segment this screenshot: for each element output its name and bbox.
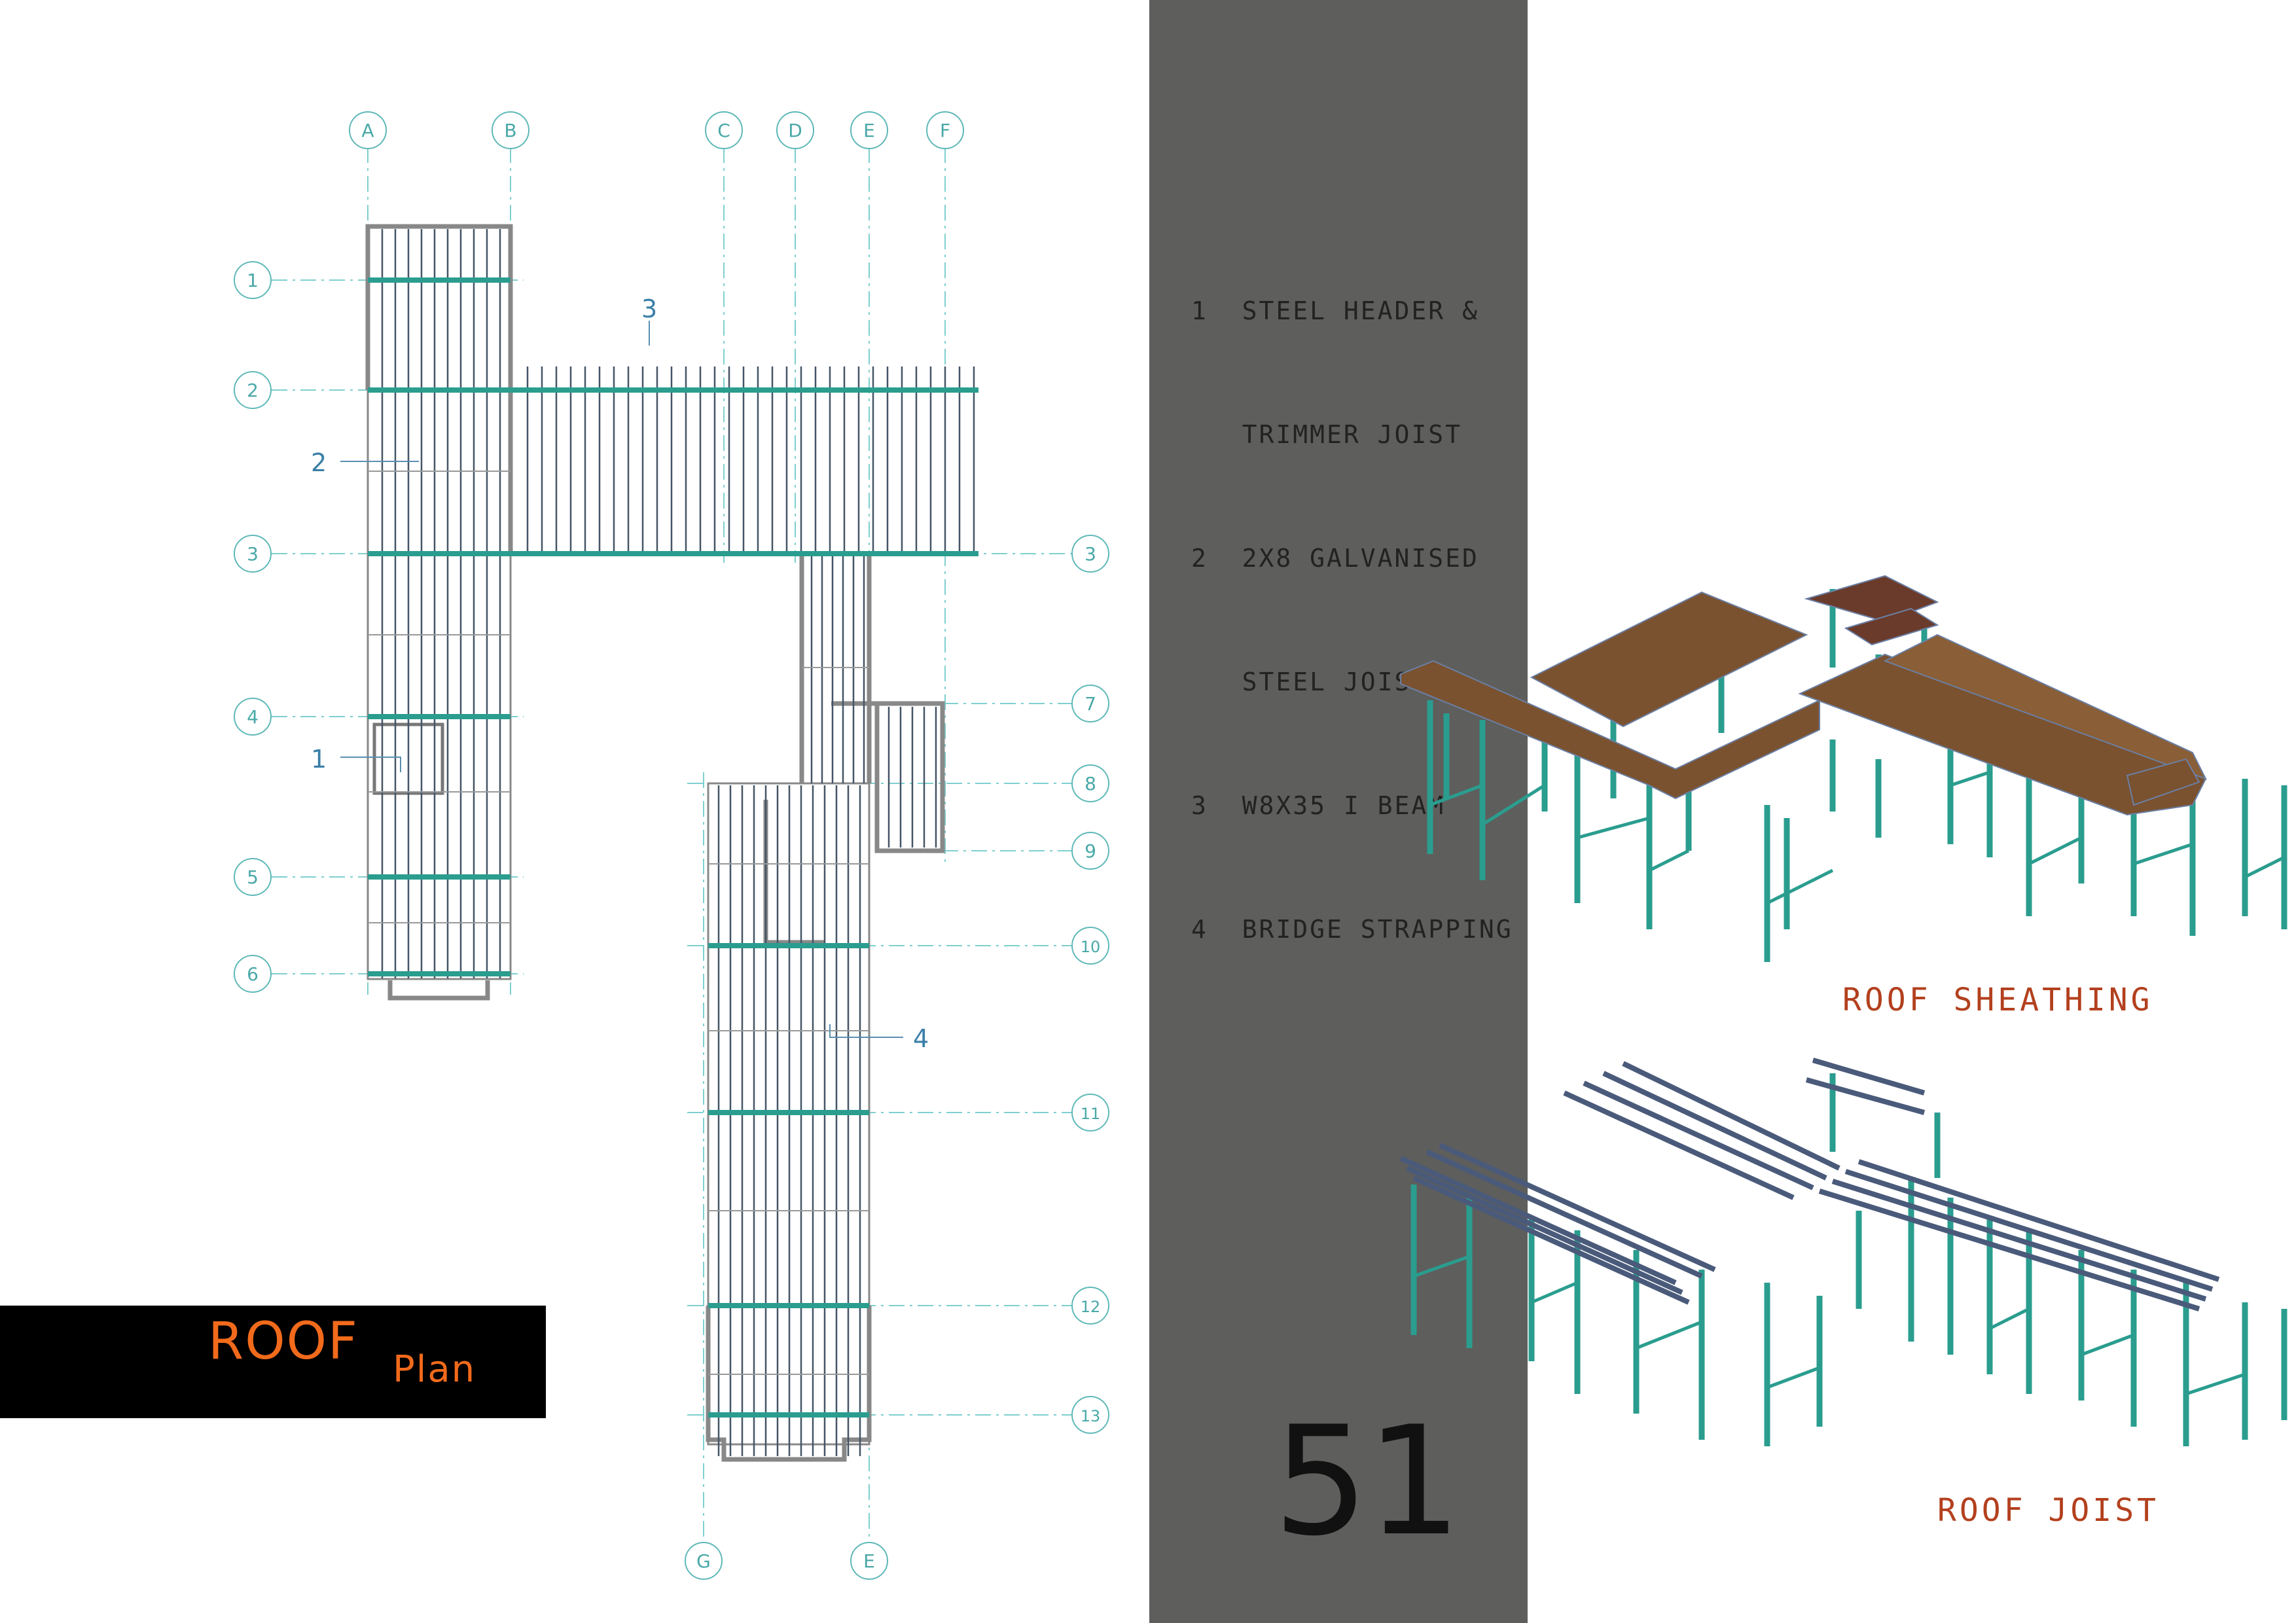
title-bar [0, 1306, 546, 1418]
page-number: 51 [1273, 1395, 1462, 1569]
grid-bubbles [234, 111, 1109, 1580]
label-roof-joist: ROOF JOIST [1937, 1492, 2159, 1529]
callout-leaders [340, 321, 903, 1038]
grid-label-top: F [940, 120, 950, 141]
gray-band [1149, 0, 1528, 1623]
legend-item-2: 2 2X8 GALVANISED [1191, 544, 1479, 573]
grid-label-right: 8 [1085, 773, 1096, 794]
callout-4: 4 [913, 1024, 929, 1053]
legend-item-1: 1 STEEL HEADER & [1191, 296, 1479, 325]
legend: 1 STEEL HEADER & TRIMMER JOIST 2 2X8 GAL… [1191, 208, 1513, 1033]
legend-item-3: 3 W8X35 I BEAM [1191, 791, 1446, 820]
grid-label-bottom: G [696, 1550, 711, 1572]
grid-label-right: 12 [1081, 1298, 1101, 1316]
page-title: ROOF [208, 1312, 359, 1371]
legend-item-1-cont: TRIMMER JOIST [1191, 420, 1463, 449]
grid-label-left: 5 [247, 866, 259, 888]
bridge-strapping [368, 471, 869, 1375]
page-subtitle: Plan [393, 1348, 476, 1391]
grid-bubble-labels: A B C D E F 1 2 3 4 5 6 3 7 8 9 10 11 12… [247, 120, 1100, 1572]
grid-label-right: 11 [1081, 1105, 1101, 1123]
grid-label-left: 3 [247, 543, 259, 565]
grid-label-left: 1 [247, 270, 259, 291]
callout-1: 1 [311, 745, 327, 774]
grid-label-top: A [361, 120, 374, 141]
grid-label-top: D [788, 120, 802, 141]
grid-label-left: 6 [247, 963, 259, 985]
grid-label-right: 3 [1085, 543, 1096, 565]
grid-label-top: B [504, 120, 516, 141]
roof-outline [365, 224, 945, 1462]
grid-label-right: 10 [1081, 938, 1101, 956]
grid-label-right: 9 [1085, 840, 1096, 862]
callout-2: 2 [311, 448, 327, 477]
legend-item-4: 4 BRIDGE STRAPPING [1191, 915, 1513, 944]
grid-label-left: 2 [247, 380, 259, 401]
grid-label-top: C [717, 120, 730, 141]
grid-label-right: 13 [1081, 1407, 1101, 1425]
roof-joists [381, 229, 975, 1456]
grid-label-left: 4 [247, 706, 259, 728]
grid-label-top: E [863, 120, 875, 141]
steel-beams [368, 277, 978, 1418]
grid-label-right: 7 [1085, 693, 1096, 715]
label-roof-sheathing: ROOF SHEATHING [1842, 982, 2153, 1018]
legend-item-2-cont: STEEL JOIST [1191, 668, 1429, 696]
callout-3: 3 [641, 294, 657, 323]
grid-label-bottom: E [863, 1550, 875, 1572]
callout-numbers: 3 2 1 4 [311, 294, 929, 1053]
